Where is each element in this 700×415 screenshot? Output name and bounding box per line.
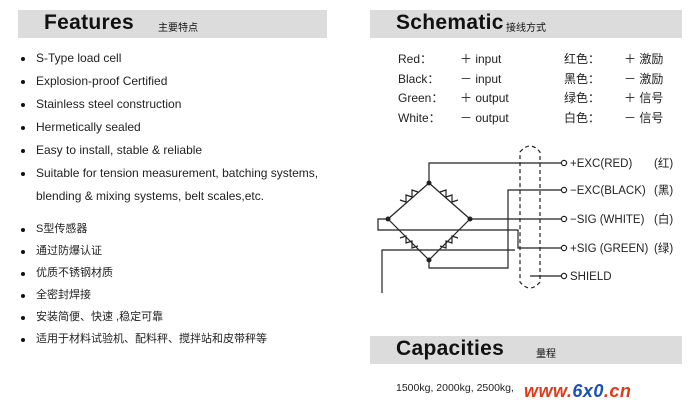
terminal-label: −EXC(BLACK) bbox=[570, 185, 646, 197]
list-item: S-Type load cell bbox=[20, 51, 318, 74]
bridge-arm bbox=[387, 182, 430, 220]
watermark-brand: 6x0 bbox=[572, 381, 604, 401]
terminal-dot bbox=[560, 186, 568, 194]
schematic-header: Schematic 接线方式 bbox=[370, 10, 682, 38]
wire-color-cn: 白色： bbox=[564, 110, 601, 125]
list-item: Suitable for tension measurement, batchi… bbox=[20, 162, 318, 203]
bridge-arm bbox=[387, 218, 430, 261]
wire-exc-neg bbox=[428, 189, 562, 269]
wire-shield bbox=[381, 249, 515, 293]
shield-braid bbox=[519, 145, 541, 289]
schematic-subtitle: 接线方式 bbox=[506, 23, 546, 34]
capacities-header: Capacities 量程 bbox=[370, 336, 682, 364]
capacities-title: Capacities bbox=[396, 337, 505, 360]
features-subtitle: 主要特点 bbox=[158, 23, 198, 34]
bridge-arm bbox=[428, 218, 471, 261]
terminal-dot bbox=[560, 272, 568, 280]
resistor bbox=[439, 189, 459, 203]
bridge-node bbox=[467, 216, 473, 222]
features-title: Features bbox=[44, 11, 134, 34]
terminal-label: +SIG (GREEN) bbox=[570, 243, 648, 255]
wire-color-en: Red： bbox=[398, 52, 433, 66]
features-list-cn: S型传感器 通过防爆认证 优质不锈钢材质 全密封焊接 安装简便、快速 ,稳定可靠… bbox=[20, 222, 267, 354]
watermark-suffix: .cn bbox=[603, 381, 632, 401]
wire-color-cn: 红色： bbox=[564, 52, 601, 66]
list-item: Stainless steel construction bbox=[20, 97, 318, 120]
terminal-label-cn: (红) bbox=[654, 157, 673, 170]
features-list-en: S-Type load cell Explosion-proof Certifi… bbox=[20, 51, 318, 203]
wire-row: White： － output 白色： － 信号 bbox=[398, 111, 668, 131]
wire-color-cn: 绿色： bbox=[564, 91, 601, 105]
schematic-title: Schematic bbox=[396, 11, 504, 34]
wire-function-en: ＋ output bbox=[460, 91, 509, 105]
list-item: 适用于材料试验机、配料秤、搅拌站和皮带秤等 bbox=[20, 332, 267, 354]
terminal-label: SHIELD bbox=[570, 271, 612, 283]
wire-color-en: Black： bbox=[398, 71, 440, 86]
capacities-values: 1500kg, 2000kg, 2500kg, bbox=[396, 382, 514, 394]
capacities-subtitle: 量程 bbox=[536, 349, 556, 360]
resistor bbox=[439, 235, 459, 249]
wire-exc-pos bbox=[428, 162, 562, 183]
wire-row: Green： ＋ output 绿色： ＋ 信号 bbox=[398, 91, 668, 111]
bridge-arm bbox=[428, 182, 471, 220]
list-item-line: Suitable for tension measurement, batchi… bbox=[36, 166, 319, 180]
wire-row: Black： － input 黑色： － 激励 bbox=[398, 72, 668, 92]
bridge-node bbox=[385, 216, 391, 222]
list-item: 全密封焊接 bbox=[20, 288, 267, 310]
list-item: 安装简便、快速 ,稳定可靠 bbox=[20, 310, 267, 332]
wire-color-cn: 黑色： bbox=[564, 71, 601, 86]
terminal-dot bbox=[560, 159, 568, 167]
wire-color-en: Green： bbox=[398, 91, 444, 105]
wire-function-cn: － 信号 bbox=[624, 110, 664, 125]
terminal-label-cn: (白) bbox=[654, 212, 673, 226]
list-item: S型传感器 bbox=[20, 222, 267, 244]
wire-function-cn: － 激励 bbox=[624, 71, 664, 86]
watermark: www.6x0.cn bbox=[524, 381, 631, 402]
resistor bbox=[399, 189, 419, 203]
terminal-dot bbox=[560, 244, 568, 252]
wire-color-table: Red： ＋ input 红色： ＋ 激励 Black： － input 黑色：… bbox=[398, 52, 668, 130]
wire-function-en: ＋ input bbox=[460, 52, 502, 66]
list-item: Hermetically sealed bbox=[20, 120, 318, 143]
list-item: 通过防爆认证 bbox=[20, 244, 267, 266]
terminal-label: −SIG (WHITE) bbox=[570, 214, 645, 226]
terminal-label-cn: (黑) bbox=[654, 184, 673, 197]
list-item-line: blending & mixing systems, belt scales,e… bbox=[36, 189, 265, 203]
resistor bbox=[399, 235, 419, 249]
terminal-label-cn: (绿) bbox=[654, 241, 673, 255]
list-item: Explosion-proof Certified bbox=[20, 74, 318, 97]
wire-function-cn: ＋ 激励 bbox=[624, 52, 664, 66]
list-item: 优质不锈钢材质 bbox=[20, 266, 267, 288]
wire-function-en: － output bbox=[460, 110, 509, 125]
bridge-node bbox=[426, 180, 432, 186]
wire-color-en: White： bbox=[398, 110, 441, 125]
bridge-node bbox=[426, 257, 432, 263]
wire-sig-pos bbox=[377, 218, 562, 249]
wire-function-en: － input bbox=[460, 71, 502, 86]
wire-row: Red： ＋ input 红色： ＋ 激励 bbox=[398, 52, 668, 72]
list-item: Easy to install, stable & reliable bbox=[20, 143, 318, 166]
terminal-dot bbox=[560, 215, 568, 223]
watermark-prefix: www. bbox=[524, 381, 573, 401]
wire-function-cn: ＋ 信号 bbox=[624, 91, 664, 105]
features-header: Features 主要特点 bbox=[18, 10, 327, 38]
terminal-label: +EXC(RED) bbox=[570, 158, 632, 170]
